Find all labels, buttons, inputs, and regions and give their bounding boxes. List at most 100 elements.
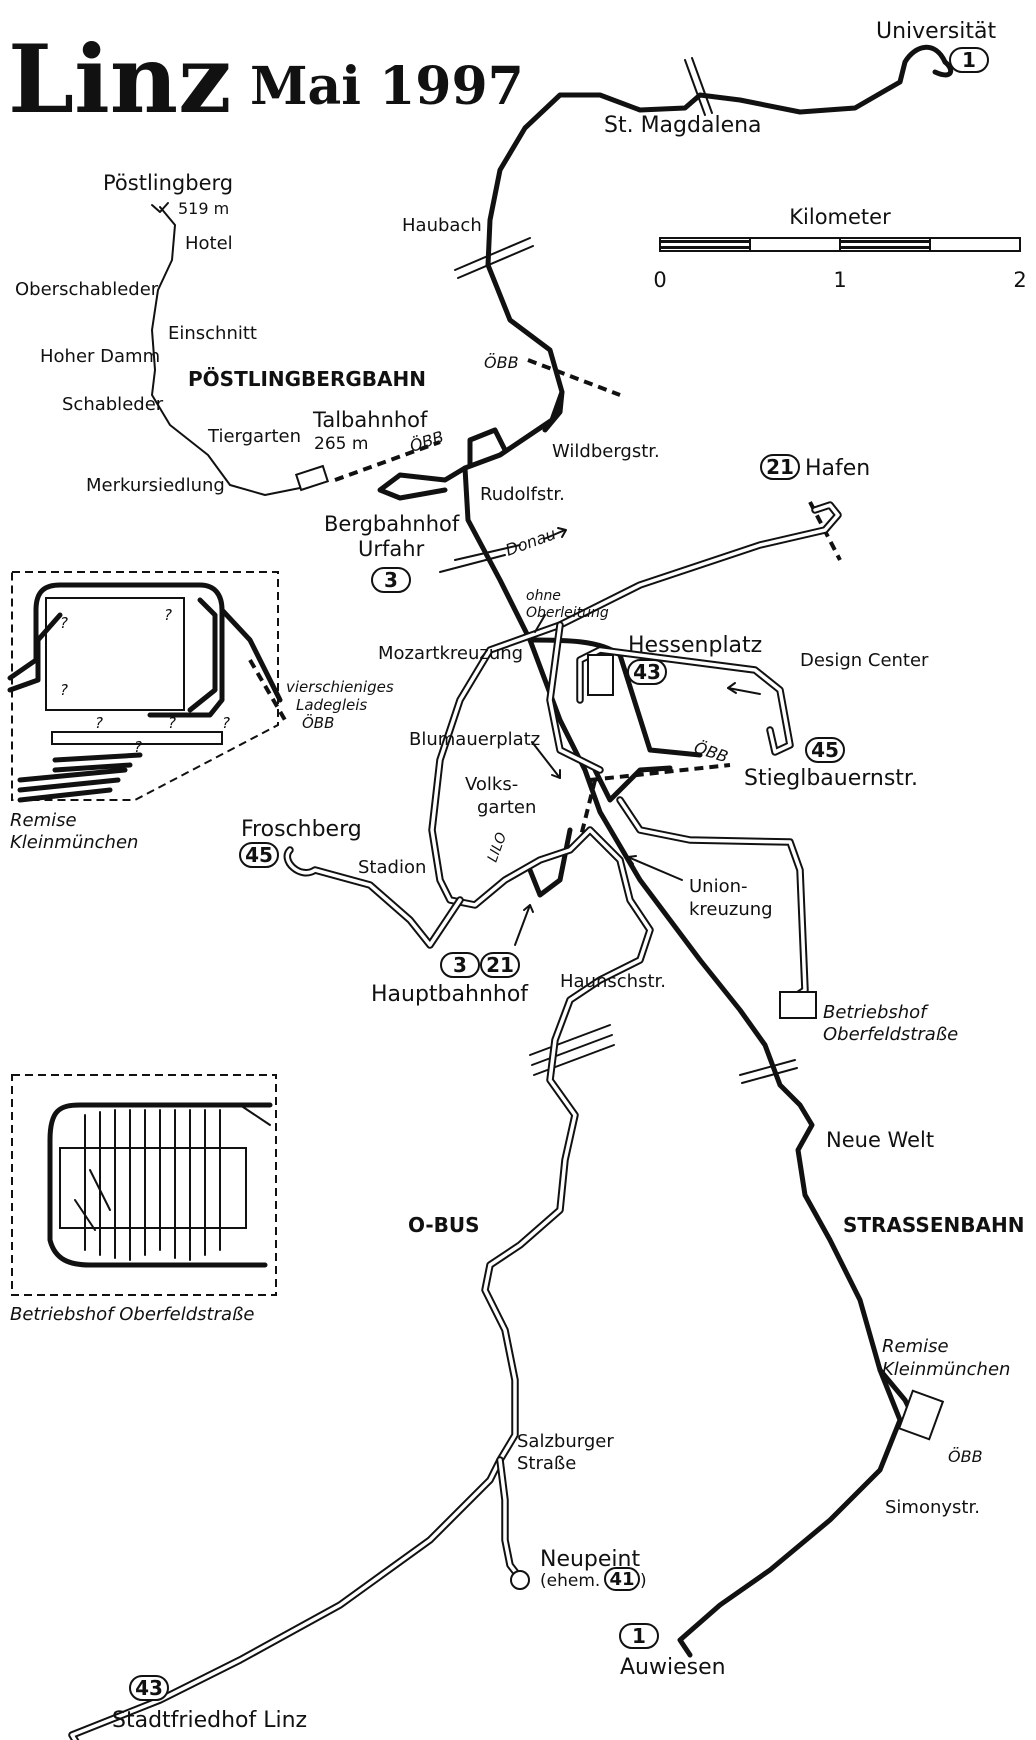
badge-hessenplatz: 43 <box>627 659 667 685</box>
obus-network <box>68 501 945 1740</box>
label-salzburger-1: Salzburger <box>517 1431 614 1452</box>
label-stieglbauernstr: Stieglbauernstr. <box>744 766 918 791</box>
label-st-magdalena: St. Magdalena <box>604 113 762 138</box>
label-talbahnhof-height: 265 m <box>314 434 368 454</box>
title-date: Mai 1997 <box>250 56 524 117</box>
label-bergbahnhof-1: Bergbahnhof <box>324 512 460 536</box>
label-design-center: Design Center <box>800 650 929 671</box>
tram-line-1 <box>462 44 948 1658</box>
inset-remise-kleinmuenchen: ? ? ? ? ? ? ? vierschieniges Ladegleis Ö… <box>7 571 394 853</box>
label-hafen: Hafen <box>805 456 870 481</box>
label-poestlingbergbahn: PÖSTLINGBERGBAHN <box>188 367 426 391</box>
label-poestlingberg: Pöstlingberg <box>103 171 233 195</box>
railway-lines <box>248 57 842 1084</box>
label-neupeint-close: ) <box>640 1571 647 1591</box>
pointer-arrows <box>514 527 761 946</box>
label-ohne-oberleitung-2: Oberleitung <box>526 605 609 621</box>
inset-remise-caption-2: Kleinmünchen <box>10 832 138 853</box>
label-obus: O-BUS <box>408 1213 480 1237</box>
badge-hbf-b: 21 <box>480 952 520 978</box>
title-city: Linz <box>8 25 232 135</box>
svg-text:43: 43 <box>633 660 661 684</box>
label-haunschstr: Haunschstr. <box>560 971 666 992</box>
label-ohne-oberleitung-1: ohne <box>526 588 561 604</box>
svg-text:1: 1 <box>962 48 976 72</box>
label-remise-klein-1: Remise <box>882 1336 949 1357</box>
label-poestlingberg-height: 519 m <box>178 199 229 218</box>
svg-text:1: 1 <box>632 1624 646 1648</box>
betriebshof-depot-icon <box>779 991 817 1019</box>
inset-remise-q6: ? <box>222 714 230 732</box>
scale-tick-2: 2 <box>1013 268 1026 292</box>
label-hoher-damm: Hoher Damm <box>40 346 160 367</box>
svg-text:21: 21 <box>766 455 794 479</box>
badge-universitaet: 1 <box>949 47 989 73</box>
svg-text:21: 21 <box>486 953 514 977</box>
label-hessenplatz: Hessenplatz <box>628 633 762 658</box>
svg-text:41: 41 <box>609 1569 634 1590</box>
poestlingberg-terminus-icon <box>151 202 169 213</box>
badge-hafen: 21 <box>760 454 800 480</box>
label-merkursiedlung: Merkursiedlung <box>86 475 225 496</box>
badge-neupeint: 41 <box>604 1567 640 1591</box>
badge-stieglbauernstr: 45 <box>805 737 845 763</box>
label-hotel: Hotel <box>185 233 233 254</box>
scale-tick-0: 0 <box>653 268 666 292</box>
svg-text:43: 43 <box>135 1676 163 1700</box>
strassenbahn-network <box>377 44 954 1658</box>
label-remise-klein-2: Kleinmünchen <box>882 1359 1010 1380</box>
talbahnhof-depot-icon <box>294 464 330 492</box>
scale-tick-1: 1 <box>833 268 846 292</box>
hessenplatz-loop-icon <box>587 654 614 696</box>
badge-froschberg: 45 <box>239 842 279 868</box>
label-lilo: LILO <box>485 830 510 864</box>
label-neue-welt: Neue Welt <box>826 1128 934 1152</box>
inset-remise-q1: ? <box>60 614 68 632</box>
label-neupeint: Neupeint <box>540 1547 640 1572</box>
inset-remise-q3: ? <box>60 681 68 699</box>
inset-remise-note-2: Ladegleis <box>296 696 367 714</box>
label-stadtfriedhof: Stadtfriedhof Linz <box>112 1708 307 1733</box>
label-tiergarten: Tiergarten <box>207 426 301 447</box>
label-betriebshof-2: Oberfeldstraße <box>823 1024 958 1045</box>
label-wildbergstr: Wildbergstr. <box>552 441 660 462</box>
inset-remise-q4: ? <box>95 714 103 732</box>
label-donau: Donau <box>503 524 559 560</box>
poestlingbergbahn-line <box>151 206 326 496</box>
inset-remise-caption-1: Remise <box>10 810 77 831</box>
label-stadion: Stadion <box>358 857 426 878</box>
label-bergbahnhof-2: Urfahr <box>358 537 425 561</box>
label-mozartkreuzung: Mozartkreuzung <box>378 643 523 664</box>
label-einschnitt: Einschnitt <box>168 323 257 344</box>
label-strassenbahn: STRASSENBAHN <box>843 1213 1024 1237</box>
label-unionkreuzung-1: Union- <box>689 876 748 897</box>
svg-text:3: 3 <box>384 568 398 592</box>
badge-hbf-a: 3 <box>440 952 480 978</box>
label-hauptbahnhof: Hauptbahnhof <box>371 982 529 1007</box>
remise-kleinmuenchen-depot-icon <box>897 1389 945 1441</box>
svg-text:3: 3 <box>453 953 467 977</box>
label-volksgarten-1: Volks- <box>465 774 518 795</box>
label-universitaet: Universität <box>876 19 996 44</box>
inset-remise-note-1: vierschieniges <box>286 678 394 696</box>
label-froschberg: Froschberg <box>241 817 362 842</box>
badge-stadtfriedhof: 43 <box>129 1675 169 1701</box>
svg-text:45: 45 <box>811 738 839 762</box>
inset-remise-note-3: ÖBB <box>302 713 334 732</box>
label-oberschableder: Oberschableder <box>15 279 159 300</box>
label-rudolfstr: Rudolfstr. <box>480 484 565 505</box>
place-labels: Universität St. Magdalena Haubach ÖBB Wi… <box>15 19 1010 1733</box>
badge-urfahr: 3 <box>371 567 411 593</box>
label-talbahnhof: Talbahnhof <box>312 408 428 432</box>
scale-bar: Kilometer 0 1 2 <box>653 205 1026 292</box>
label-auwiesen: Auwiesen <box>620 1655 726 1680</box>
inset-remise-q2: ? <box>164 606 172 624</box>
label-schableder: Schableder <box>62 394 164 415</box>
inset-remise-q7: ? <box>134 738 142 756</box>
neupeint-terminus-icon <box>510 1570 530 1590</box>
label-unionkreuzung-2: kreuzung <box>689 899 773 920</box>
inset-remise-q5: ? <box>168 714 176 732</box>
label-neupeint-ehem: (ehem. <box>540 1571 600 1591</box>
svg-text:45: 45 <box>245 843 273 867</box>
